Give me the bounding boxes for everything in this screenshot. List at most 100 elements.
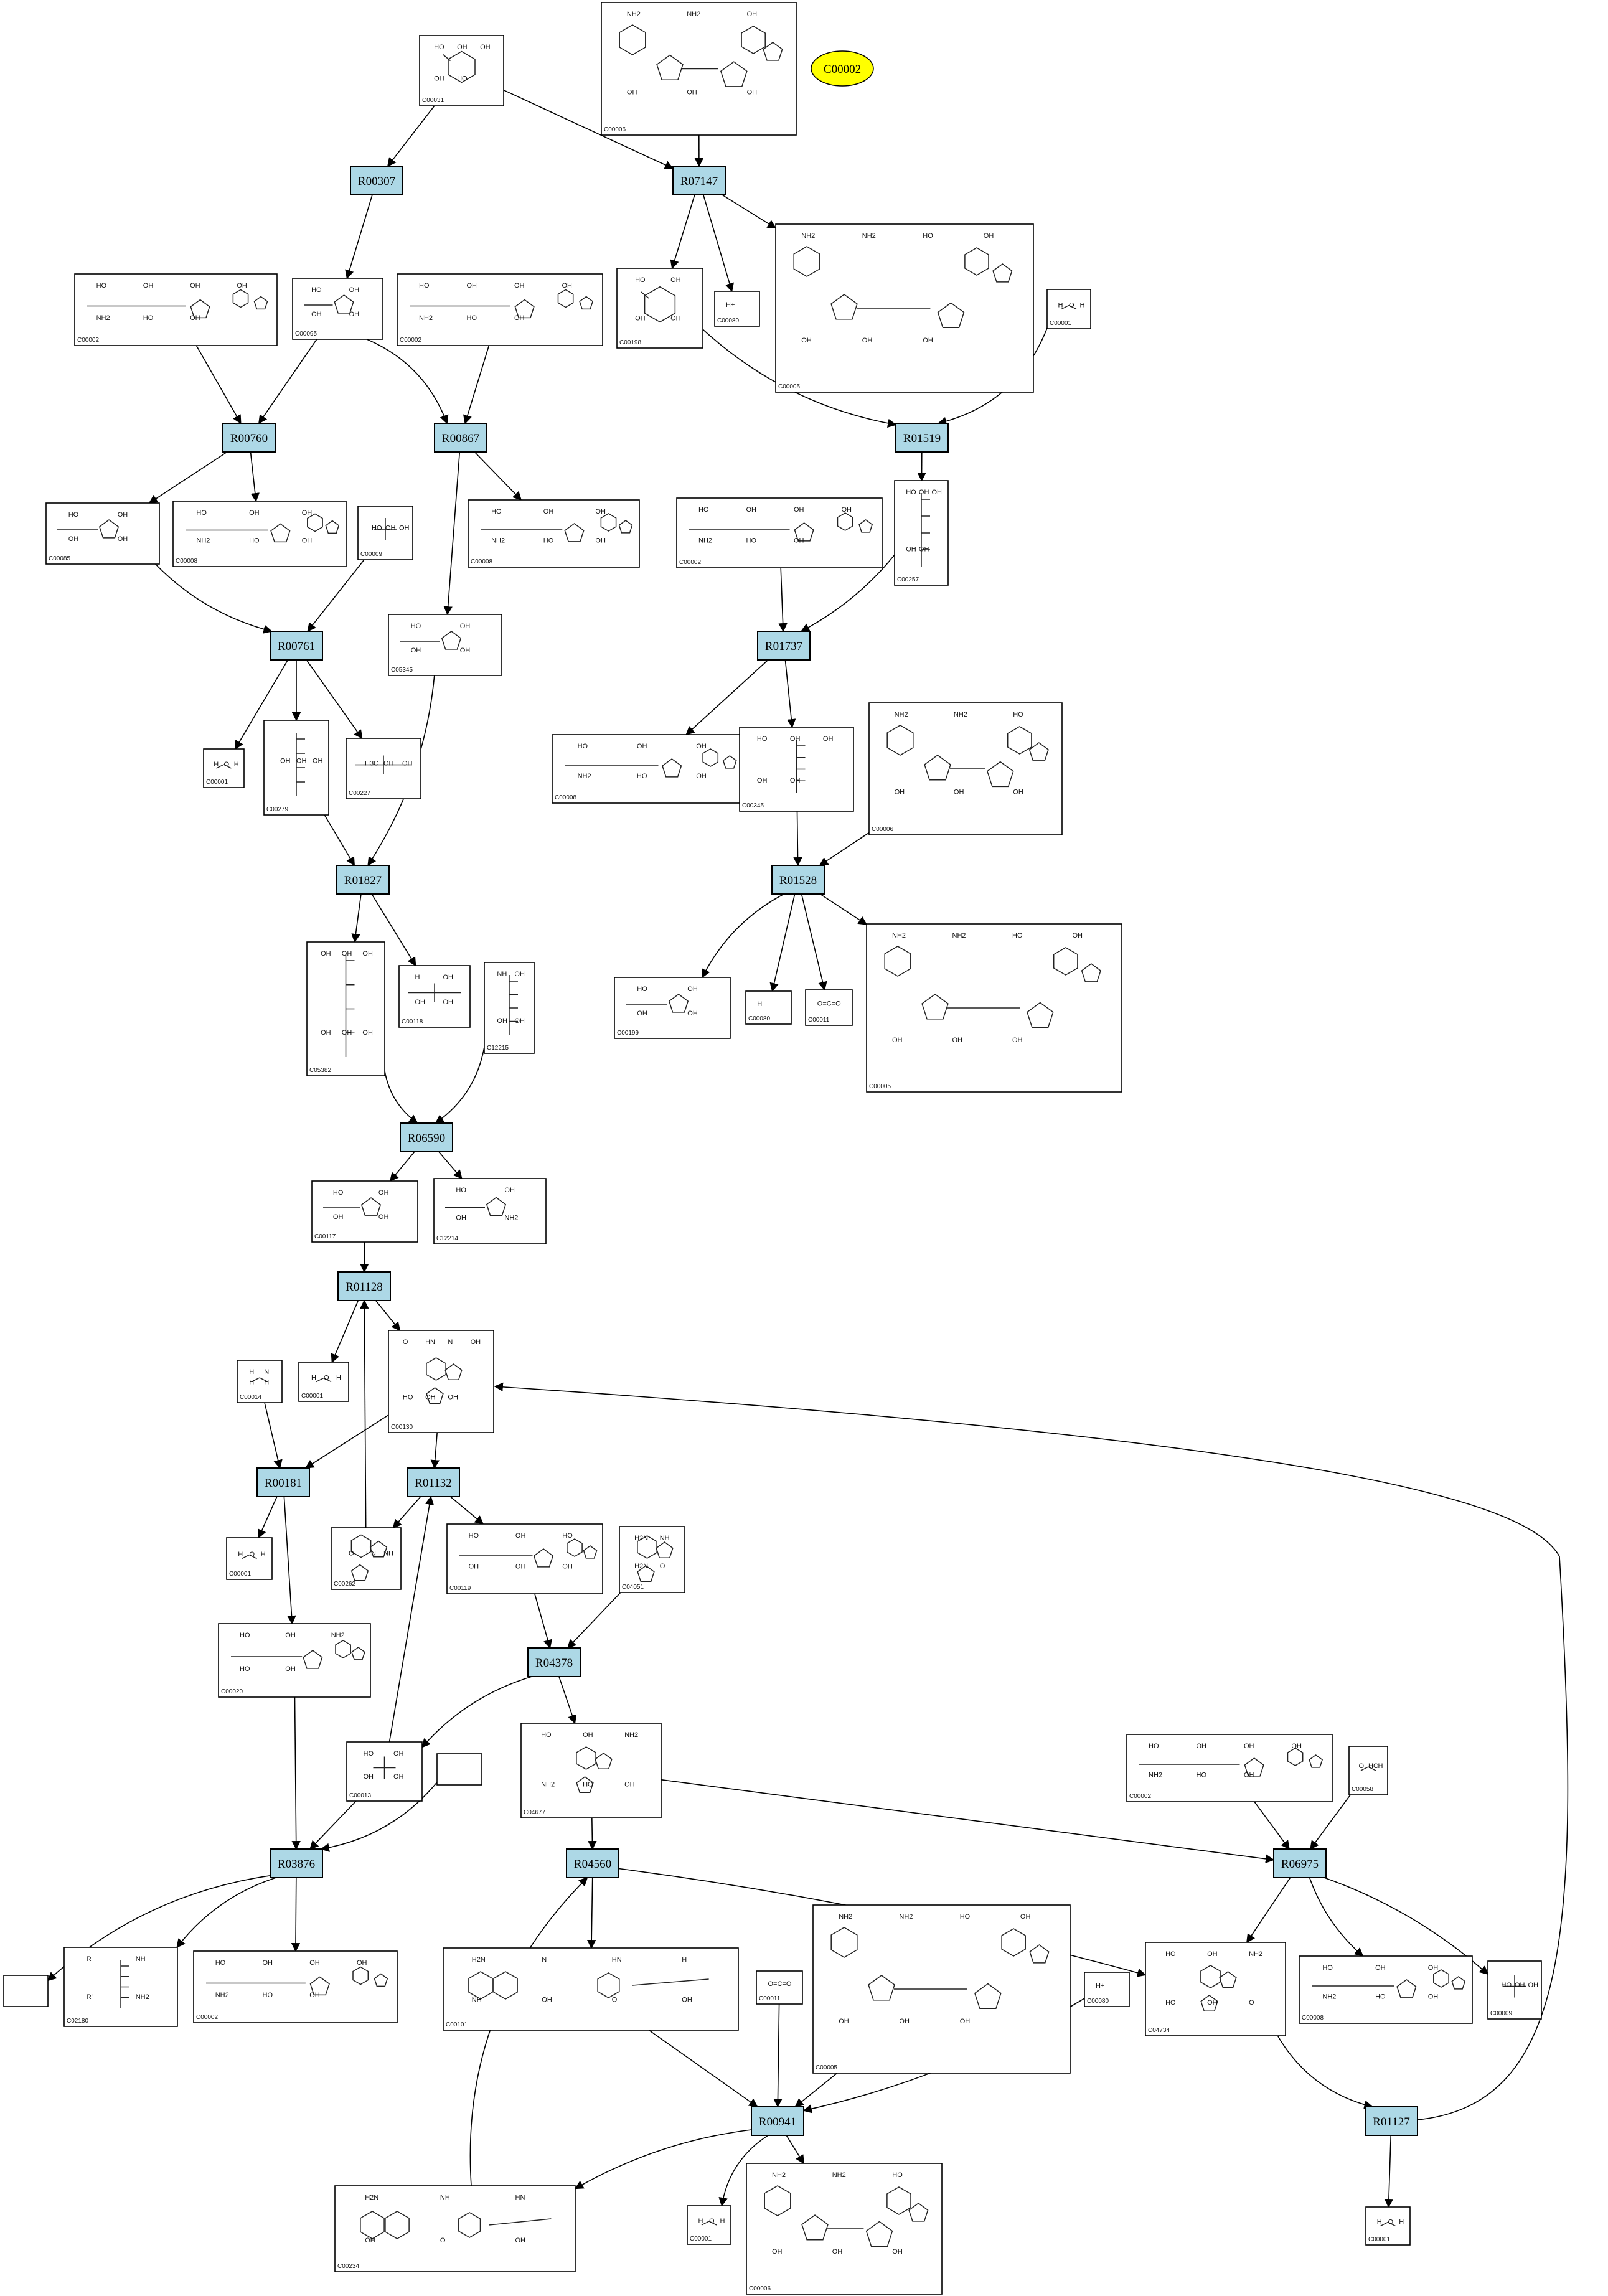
structure-bond bbox=[1360, 1766, 1369, 1771]
reaction-node[interactable]: R00867 bbox=[434, 423, 487, 453]
atom-label: OH bbox=[1012, 1037, 1023, 1044]
reaction-node[interactable]: R01128 bbox=[337, 1271, 391, 1301]
structure-ring bbox=[637, 1535, 657, 1559]
compound-box bbox=[203, 748, 245, 788]
compound-node[interactable]: H+C00080 bbox=[714, 291, 760, 327]
atom-label: OH bbox=[385, 525, 396, 532]
structure-ring bbox=[595, 1753, 613, 1770]
reaction-node[interactable]: R00181 bbox=[256, 1467, 310, 1497]
atom-label: NH2 bbox=[624, 1731, 638, 1739]
atom-label: NH2 bbox=[687, 11, 700, 18]
atom-label: NH bbox=[440, 2194, 450, 2201]
reaction-node[interactable]: R00761 bbox=[270, 631, 323, 661]
reaction-node[interactable]: R00760 bbox=[222, 423, 276, 453]
compound-node[interactable] bbox=[436, 1753, 482, 1786]
reaction-node[interactable]: R01132 bbox=[407, 1467, 460, 1497]
compound-box bbox=[676, 497, 883, 568]
reaction-node[interactable]: R04378 bbox=[527, 1647, 581, 1677]
compound-box bbox=[446, 1523, 603, 1594]
reaction-node[interactable]: R03876 bbox=[270, 1848, 323, 1878]
structure-ring bbox=[886, 725, 914, 756]
structure-ring bbox=[764, 2185, 791, 2216]
compound-node[interactable]: H+C00080 bbox=[1084, 1972, 1130, 2007]
atom-label: NH2 bbox=[1249, 1950, 1262, 1958]
atom-label: HO bbox=[96, 282, 107, 289]
reaction-node[interactable]: R00941 bbox=[751, 2106, 804, 2136]
highlight-node[interactable]: C00002 bbox=[811, 50, 874, 87]
reaction-node[interactable]: R01827 bbox=[336, 865, 390, 895]
compound-node[interactable] bbox=[3, 1975, 49, 2007]
compound-box bbox=[756, 1970, 803, 2005]
reaction-node[interactable]: R00307 bbox=[350, 166, 403, 195]
compound-box bbox=[172, 501, 347, 567]
compound-node[interactable]: H+C00080 bbox=[745, 990, 792, 1025]
compound-id: C00262 bbox=[334, 1581, 355, 1588]
reaction-node[interactable]: R06590 bbox=[400, 1122, 453, 1152]
compound-box bbox=[775, 223, 1034, 393]
reaction-box bbox=[751, 2106, 804, 2136]
reaction-node[interactable]: R01528 bbox=[771, 865, 825, 895]
reaction-edge bbox=[801, 893, 827, 991]
reaction-node[interactable]: R01127 bbox=[1365, 2106, 1418, 2136]
atom-label: OH bbox=[919, 546, 929, 553]
reaction-node[interactable]: R01737 bbox=[757, 631, 811, 661]
reaction-node[interactable]: R07147 bbox=[672, 166, 726, 195]
reaction-node[interactable]: R04560 bbox=[566, 1848, 619, 1878]
reaction-node[interactable]: R01519 bbox=[895, 423, 949, 453]
reaction-node[interactable]: R06975 bbox=[1273, 1848, 1327, 1878]
